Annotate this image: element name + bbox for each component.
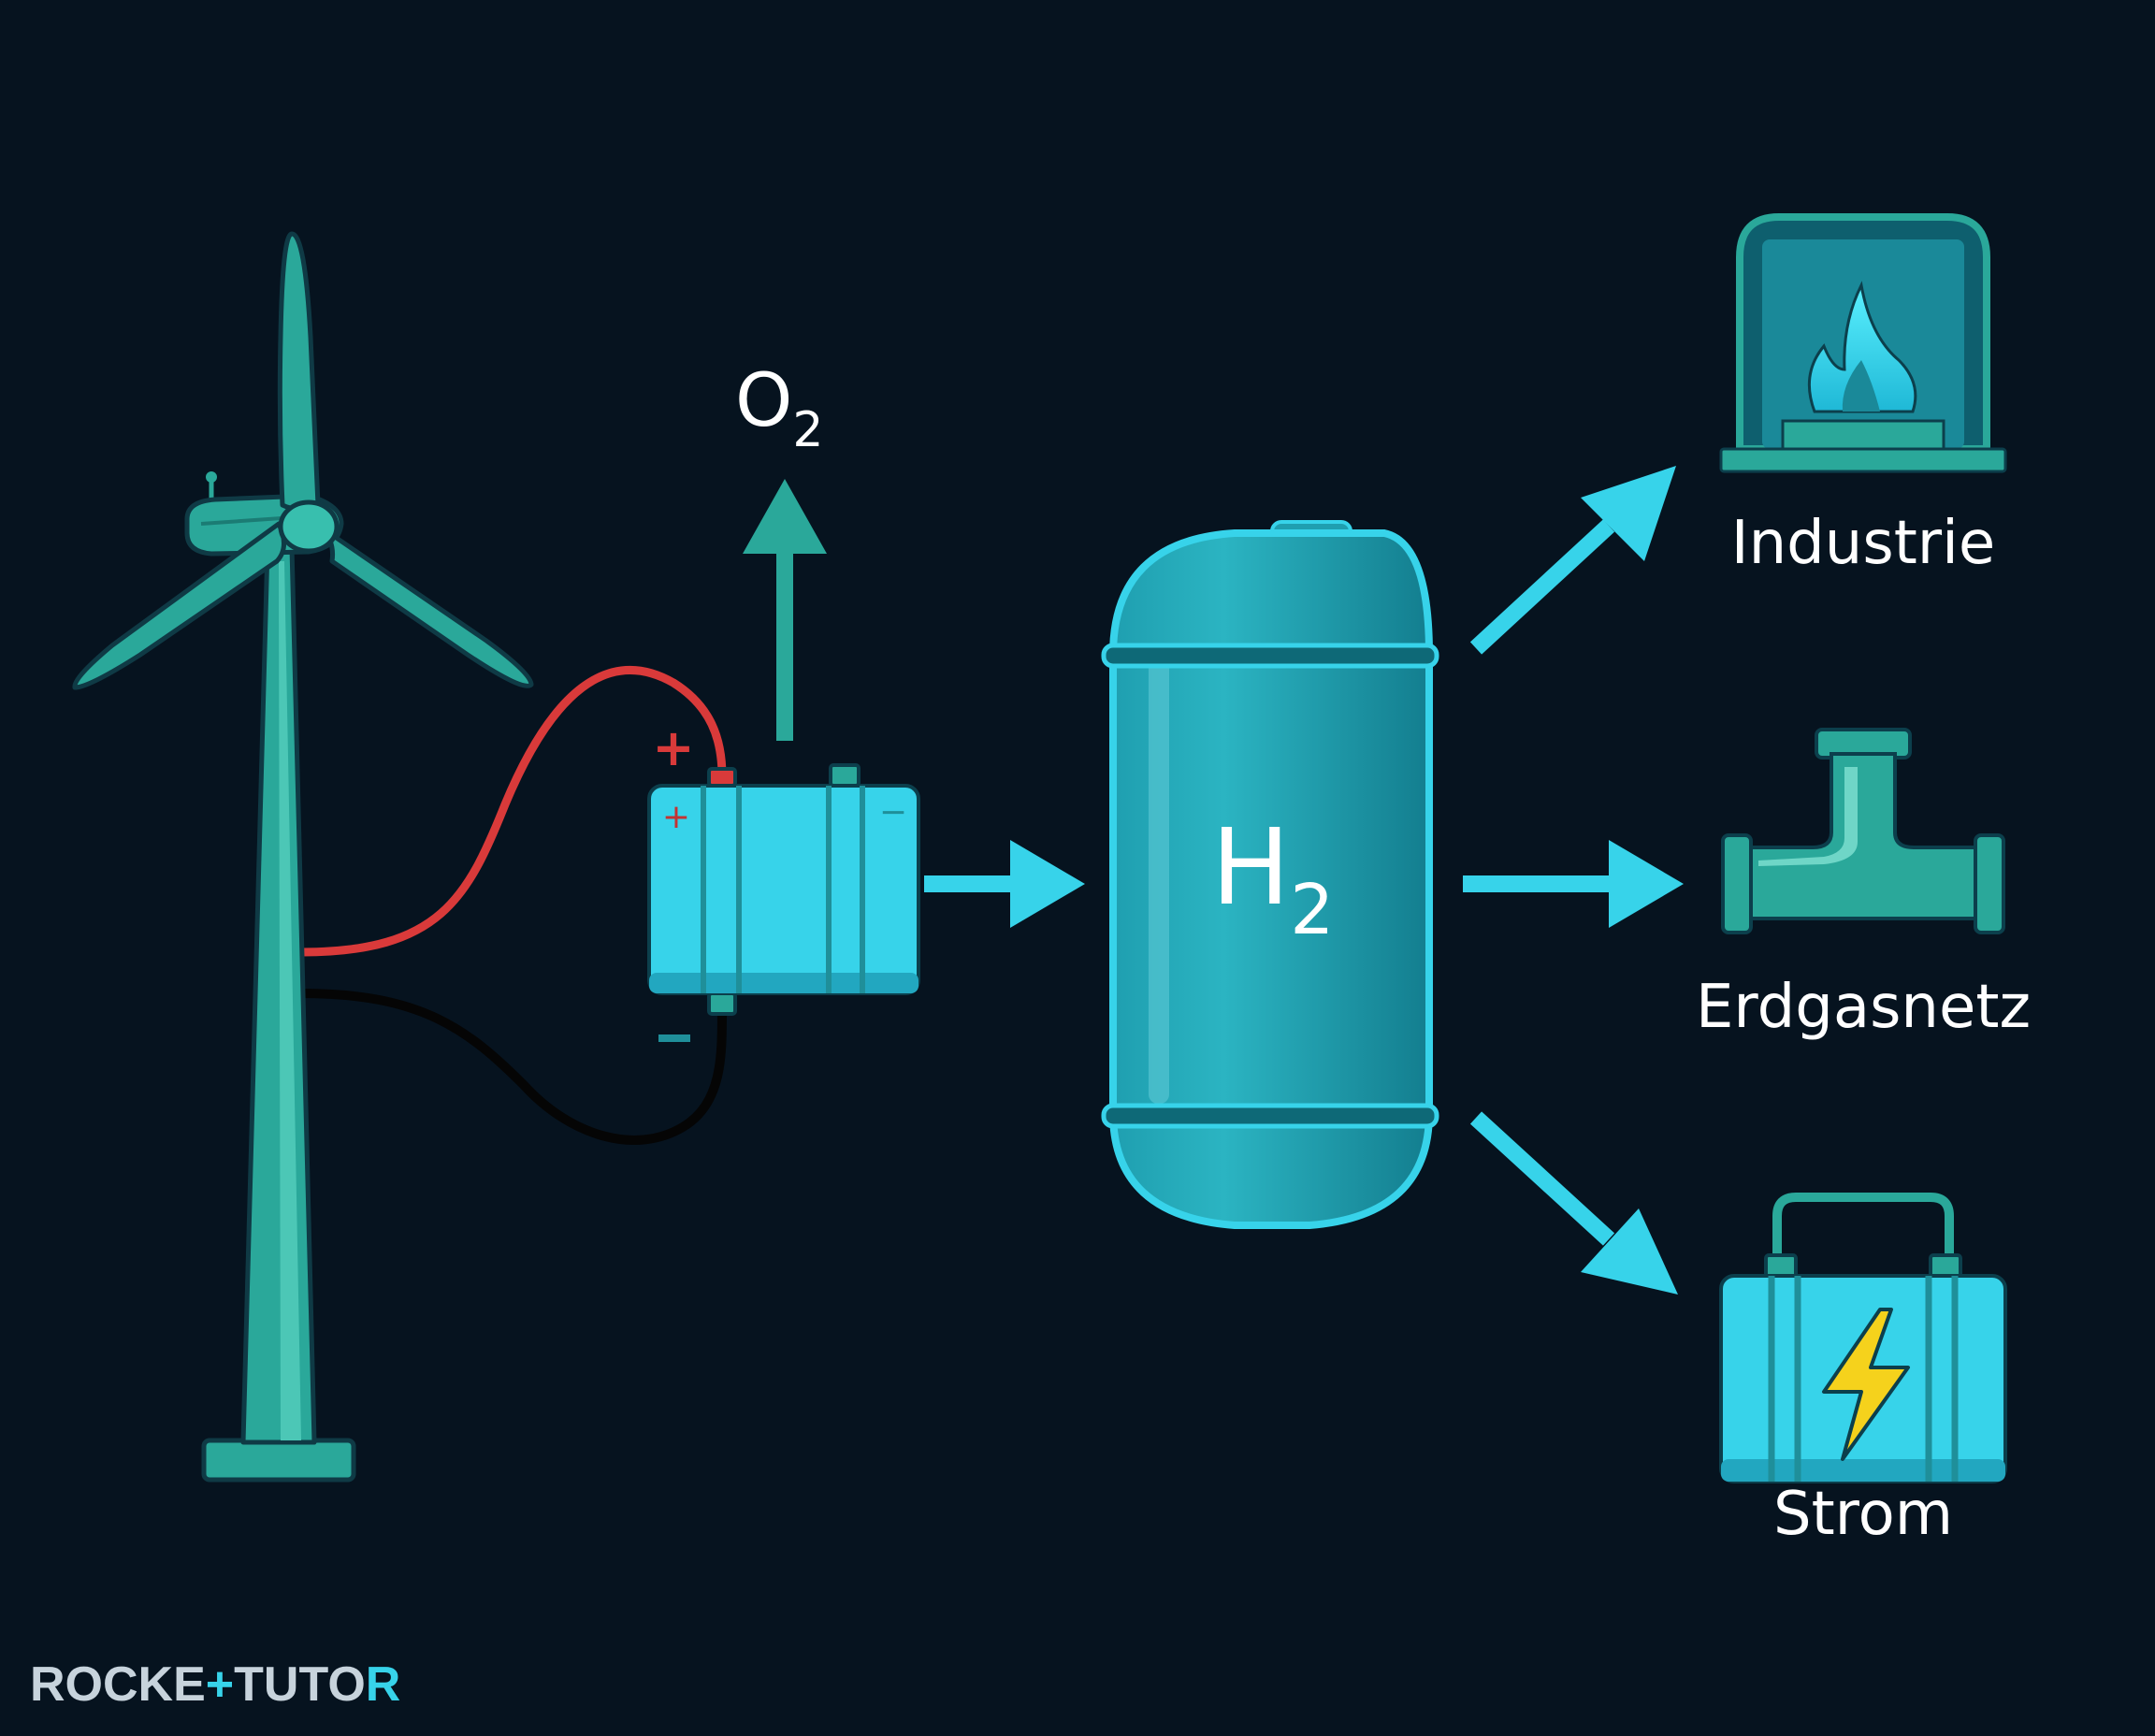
industry-label: Industrie: [1731, 509, 1996, 578]
arrow-to-gas-grid: [1463, 840, 1684, 928]
battery-bolt-icon: [1719, 1193, 2007, 1483]
oxygen-arrow: [743, 479, 827, 741]
plus-terminal-label: +: [652, 718, 694, 777]
pipe-tee-icon: [1721, 728, 2005, 934]
electrolyzer-to-tank-arrow: [924, 840, 1085, 928]
oxygen-label: O2: [735, 359, 824, 458]
hydrogen-tank-icon: [1101, 520, 1439, 1229]
electrolyzer-icon: + −: [647, 763, 920, 1016]
hydrogen-label: H2: [1211, 807, 1334, 950]
wind-turbine-icon: [72, 231, 534, 1483]
positive-wire: [296, 665, 727, 957]
minus-terminal-label: [658, 1034, 690, 1042]
negative-wire: [296, 989, 727, 1145]
wires: [296, 665, 727, 1145]
arrow-to-industry: [1469, 466, 1676, 655]
arrow-to-power: [1469, 1111, 1678, 1295]
cell-plus-mark: +: [662, 798, 690, 836]
lightning-bolt-icon: [1822, 1308, 1910, 1461]
cell-minus-mark: −: [879, 793, 907, 832]
power-label: Strom: [1773, 1480, 1953, 1549]
gas-grid-label: Erdgasnetz: [1696, 973, 2031, 1042]
flame-furnace-icon: [1719, 213, 2007, 473]
brand-logo: ROCKE+TUTOR: [30, 1657, 400, 1712]
